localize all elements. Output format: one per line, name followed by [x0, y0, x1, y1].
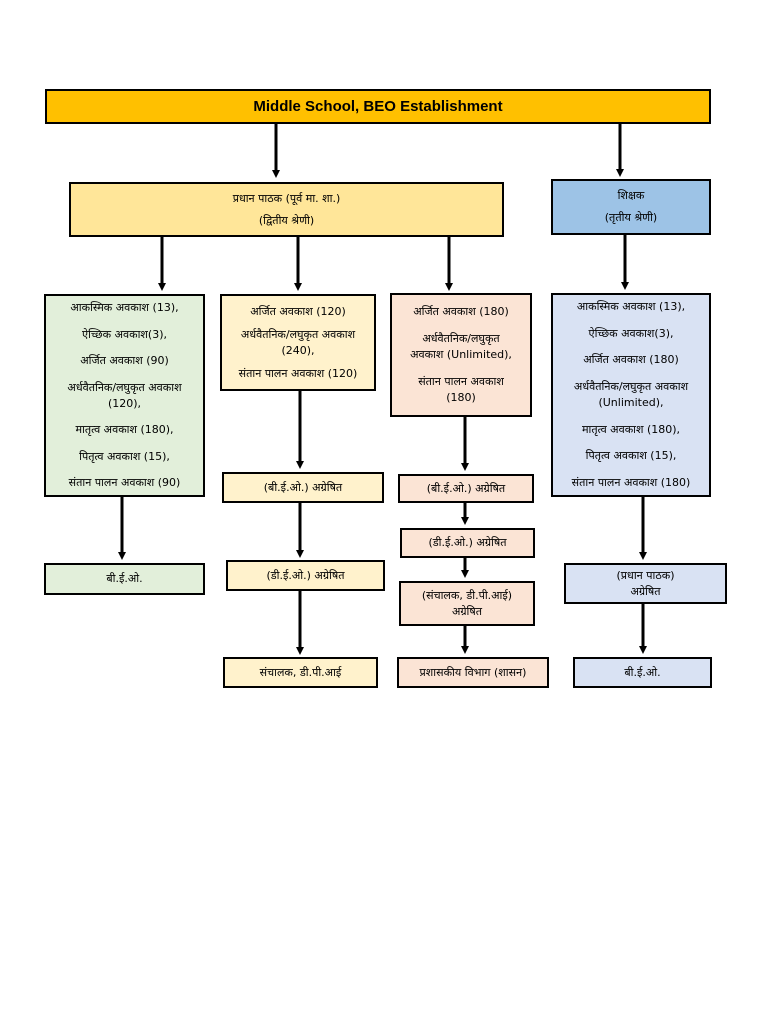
list-item: आकस्मिक अवकाश (13), [576, 300, 686, 313]
step-label: (संचालक, डी.पी.आई) [421, 588, 513, 602]
list-item-group: अर्धवैतनिक/लघुकृत अवकाश (Unlimited), [574, 379, 688, 411]
hm-col2-step2: (डी.ई.ओ.) अग्रेषित [226, 560, 385, 591]
step-label: (बी.ई.ओ.) अग्रेषित [263, 480, 343, 494]
hm-col3-step4: प्रशासकीय विभाग (शासन) [397, 657, 549, 688]
teacher-step1: (प्रधान पाठक) अग्रेषित [564, 563, 727, 604]
list-item: (Unlimited), [598, 395, 664, 409]
hm-col1-approver: बी.ई.ओ. [44, 563, 205, 595]
hm-col2-step3: संचालक, डी.पी.आई [223, 657, 378, 688]
hm-leave-list-3: अर्जित अवकाश (180) अर्धवैतनिक/लघुकृत अवक… [390, 293, 532, 417]
list-item-group: अर्धवैतनिक/लघुकृत अवकाश (240), [241, 327, 355, 359]
list-item: ऐच्छिक अवकाश(3), [81, 327, 167, 341]
title-text: Middle School, BEO Establishment [253, 97, 503, 115]
list-item: (240), [281, 343, 315, 357]
teacher-step2: बी.ई.ओ. [573, 657, 712, 688]
hm-leave-list-1: आकस्मिक अवकाश (13), ऐच्छिक अवकाश(3), अर्… [44, 294, 205, 497]
list-item: अर्जित अवकाश (120) [250, 304, 346, 318]
teacher-leave-list: आकस्मिक अवकाश (13), ऐच्छिक अवकाश(3), अर्… [551, 293, 711, 497]
list-item: मातृत्व अवकाश (180), [75, 423, 174, 436]
step-label: (प्रधान पाठक) [616, 568, 675, 582]
hm-col3-step2: (डी.ई.ओ.) अग्रेषित [400, 528, 535, 558]
list-item-group: अर्धवैतनिक/लघुकृत अवकाश (Unlimited), [410, 331, 512, 363]
list-item: अर्धवैतनिक/लघुकृत अवकाश [573, 379, 689, 393]
headmaster-grade: (द्वितीय श्रेणी) [258, 213, 315, 227]
list-item: संतान पालन अवकाश (180) [571, 475, 691, 489]
list-item: संतान पालन अवकाश (90) [68, 476, 181, 489]
step-label: (डी.ई.ओ.) अग्रेषित [428, 536, 507, 549]
list-item: अर्जित अवकाश (180) [413, 305, 509, 319]
step-label: (बी.ई.ओ.) अग्रेषित [426, 481, 506, 495]
hm-col2-step1: (बी.ई.ओ.) अग्रेषित [222, 472, 384, 503]
step-label: संचालक, डी.पी.आई [259, 665, 342, 679]
list-item: संतान पालन अवकाश (120) [238, 366, 358, 380]
list-item: अर्जित अवकाश (90) [80, 354, 169, 367]
list-item: (120), [107, 396, 142, 410]
list-item: मातृत्व अवकाश (180), [581, 422, 681, 436]
list-item-group: संतान पालन अवकाश (180) [418, 374, 504, 406]
list-item: अर्धवैतनिक/लघुकृत अवकाश [240, 327, 356, 341]
list-item: पितृत्व अवकाश (15), [79, 449, 170, 463]
list-item: अर्धवैतनिक/लघुकृत अवकाश [67, 380, 182, 394]
approver-label: बी.ई.ओ. [106, 572, 143, 585]
list-item: अर्धवैतनिक/लघुकृत [422, 331, 500, 345]
list-item: पितृत्व अवकाश (15), [585, 449, 677, 463]
hm-col3-step3: (संचालक, डी.पी.आई) अग्रेषित [399, 581, 535, 626]
teacher-label: शिक्षक [617, 189, 645, 202]
step-label: बी.ई.ओ. [624, 665, 661, 679]
list-item: आकस्मिक अवकाश (13), [70, 301, 179, 314]
step-label: अग्रेषित [451, 604, 483, 618]
teacher-box: शिक्षक (तृतीय श्रेणी) [551, 179, 711, 235]
headmaster-box: प्रधान पाठक (पूर्व मा. शा.) (द्वितीय श्र… [69, 182, 504, 237]
list-item: (180) [446, 390, 476, 404]
list-item: संतान पालन अवकाश [418, 374, 504, 388]
step-label: (डी.ई.ओ.) अग्रेषित [266, 568, 345, 582]
list-item: अर्जित अवकाश (180) [583, 353, 679, 367]
hm-leave-list-2: अर्जित अवकाश (120) अर्धवैतनिक/लघुकृत अवक… [220, 294, 376, 391]
teacher-grade: (तृतीय श्रेणी) [604, 211, 658, 224]
step-label: अग्रेषित [630, 584, 661, 598]
hm-col3-step1: (बी.ई.ओ.) अग्रेषित [398, 474, 534, 503]
title-box: Middle School, BEO Establishment [45, 89, 711, 124]
list-item-group: अर्धवैतनिक/लघुकृत अवकाश (120), [67, 380, 181, 412]
step-label: प्रशासकीय विभाग (शासन) [419, 665, 527, 679]
list-item: ऐच्छिक अवकाश(3), [588, 326, 674, 340]
headmaster-label: प्रधान पाठक (पूर्व मा. शा.) [232, 191, 341, 205]
list-item: अवकाश (Unlimited), [410, 347, 512, 361]
